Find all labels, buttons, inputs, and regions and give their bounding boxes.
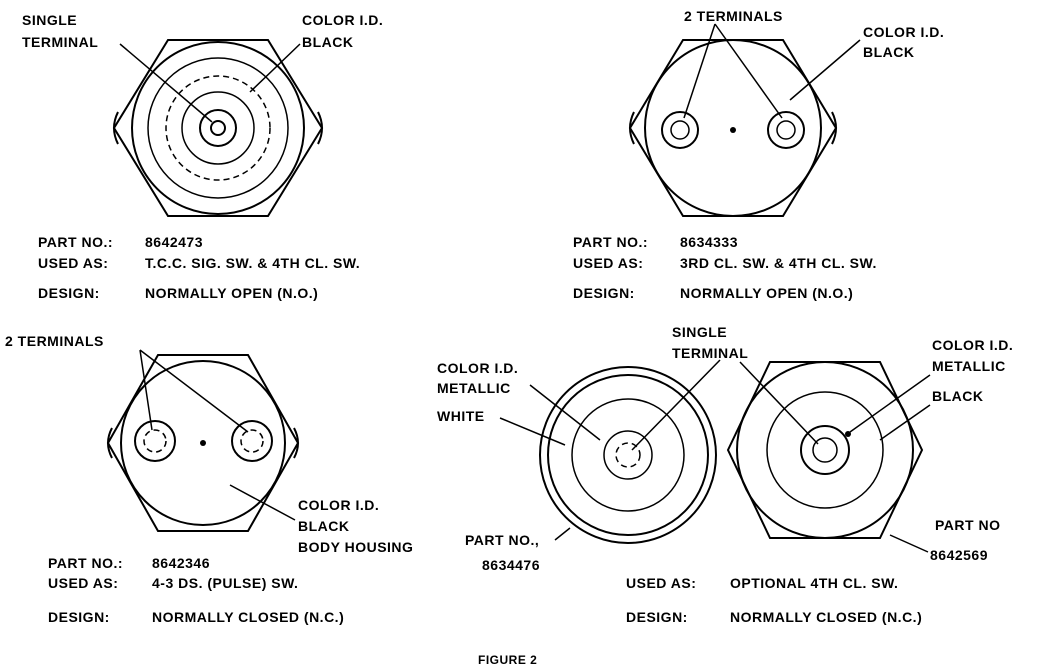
- terminal: [800, 425, 850, 475]
- part-no-label: PART NO.,: [465, 532, 539, 548]
- hex-body: [726, 361, 924, 539]
- callout-single: SINGLE: [22, 12, 77, 28]
- callout-black: BLACK: [932, 388, 984, 404]
- callout-2-terminals: 2 TERMINALS: [684, 8, 783, 24]
- leader-lines: [139, 349, 296, 521]
- switch-8634333: 2 TERMINALS COLOR I.D. BLACK PART NO.: 8…: [573, 8, 944, 301]
- body-tabs: [629, 111, 837, 145]
- callout-terminal: TERMINAL: [22, 34, 98, 50]
- switch-8634476: COLOR I.D. METALLIC WHITE SINGLE TERMINA…: [437, 324, 748, 573]
- part-no-value: 8634476: [482, 557, 540, 573]
- design-value: NORMALLY CLOSED (N.C.): [730, 609, 922, 625]
- terminal-pin: [240, 429, 264, 453]
- outer-ring: [736, 361, 914, 539]
- leader-lines: [499, 359, 721, 541]
- callout-color: BLACK: [298, 518, 350, 534]
- callout-color-id: COLOR I.D.: [302, 12, 383, 28]
- body-tabs: [107, 427, 299, 459]
- part-no-value: 8642473: [145, 234, 203, 250]
- terminal-right: [767, 111, 805, 149]
- callout-2-terminals: 2 TERMINALS: [5, 333, 104, 349]
- callout-body-housing: BODY HOUSING: [298, 539, 413, 555]
- terminal: [603, 430, 653, 480]
- switch-8642346: 2 TERMINALS COLOR I.D. BLACK BODY HOUSIN…: [5, 333, 413, 625]
- center-dot: [730, 127, 736, 133]
- ring: [181, 91, 255, 165]
- callout-color-id: COLOR I.D.: [932, 337, 1013, 353]
- body-tabs: [113, 111, 323, 145]
- switch-8642473: SINGLE TERMINAL COLOR I.D. BLACK PART NO…: [22, 12, 383, 301]
- ring: [147, 57, 289, 199]
- callout-color-id: COLOR I.D.: [298, 497, 379, 513]
- design-label: DESIGN:: [626, 609, 688, 625]
- callout-single: SINGLE: [672, 324, 727, 340]
- callout-white: WHITE: [437, 408, 485, 424]
- design-label: DESIGN:: [48, 609, 110, 625]
- callout-color-id: COLOR I.D.: [437, 360, 518, 376]
- leader-lines: [739, 361, 931, 553]
- figure-caption: FIGURE 2: [478, 653, 537, 667]
- callout-color: BLACK: [863, 44, 915, 60]
- callout-metallic: METALLIC: [437, 380, 511, 396]
- part-no-value: 8642346: [152, 555, 210, 571]
- terminal-pin: [210, 120, 226, 136]
- outer-ring: [120, 360, 286, 526]
- design-value: NORMALLY OPEN (N.O.): [145, 285, 318, 301]
- design-value: NORMALLY OPEN (N.O.): [680, 285, 853, 301]
- body-ring: [547, 374, 709, 536]
- ring: [766, 391, 884, 509]
- used-as-value: 3RD CL. SW. & 4TH CL. SW.: [680, 255, 877, 271]
- dashed-ring: [165, 75, 271, 181]
- callout-terminal: TERMINAL: [672, 345, 748, 361]
- terminal-pin: [143, 429, 167, 453]
- hex-body: [112, 39, 324, 217]
- design-label: DESIGN:: [38, 285, 100, 301]
- used-as-label: USED AS:: [38, 255, 108, 271]
- leader-lines: [119, 43, 301, 123]
- terminal-right: [231, 420, 273, 462]
- design-label: DESIGN:: [573, 285, 635, 301]
- callout-color-id: COLOR I.D.: [863, 24, 944, 40]
- ring: [571, 398, 685, 512]
- part-no-label: PART NO.:: [38, 234, 113, 250]
- callout-metallic: METALLIC: [932, 358, 1006, 374]
- terminal-pin: [812, 437, 838, 463]
- callout-color: BLACK: [302, 34, 354, 50]
- center-dot: [200, 440, 206, 446]
- outer-ring: [539, 366, 717, 544]
- part-no-label: PART NO: [935, 517, 1000, 533]
- terminal-pin: [670, 120, 690, 140]
- outer-ring: [644, 39, 822, 217]
- used-as-value: T.C.C. SIG. SW. & 4TH CL. SW.: [145, 255, 360, 271]
- terminal-left: [134, 420, 176, 462]
- part-no-value: 8642569: [930, 547, 988, 563]
- terminal-pin: [615, 442, 641, 468]
- used-as-label: USED AS:: [626, 575, 696, 591]
- used-as-label: USED AS:: [48, 575, 118, 591]
- switch-8642569: COLOR I.D. METALLIC BLACK PART NO 864256…: [626, 337, 1013, 625]
- part-no-label: PART NO.:: [48, 555, 123, 571]
- used-as-label: USED AS:: [573, 255, 643, 271]
- part-no-value: 8634333: [680, 234, 738, 250]
- design-value: NORMALLY CLOSED (N.C.): [152, 609, 344, 625]
- outer-ring: [131, 41, 305, 215]
- terminal: [199, 109, 237, 147]
- leader-lines: [683, 23, 861, 119]
- used-as-value: 4-3 DS. (PULSE) SW.: [152, 575, 298, 591]
- terminal-pin: [776, 120, 796, 140]
- id-dot: [845, 431, 851, 437]
- used-as-value: OPTIONAL 4TH CL. SW.: [730, 575, 898, 591]
- terminal-left: [661, 111, 699, 149]
- part-no-label: PART NO.:: [573, 234, 648, 250]
